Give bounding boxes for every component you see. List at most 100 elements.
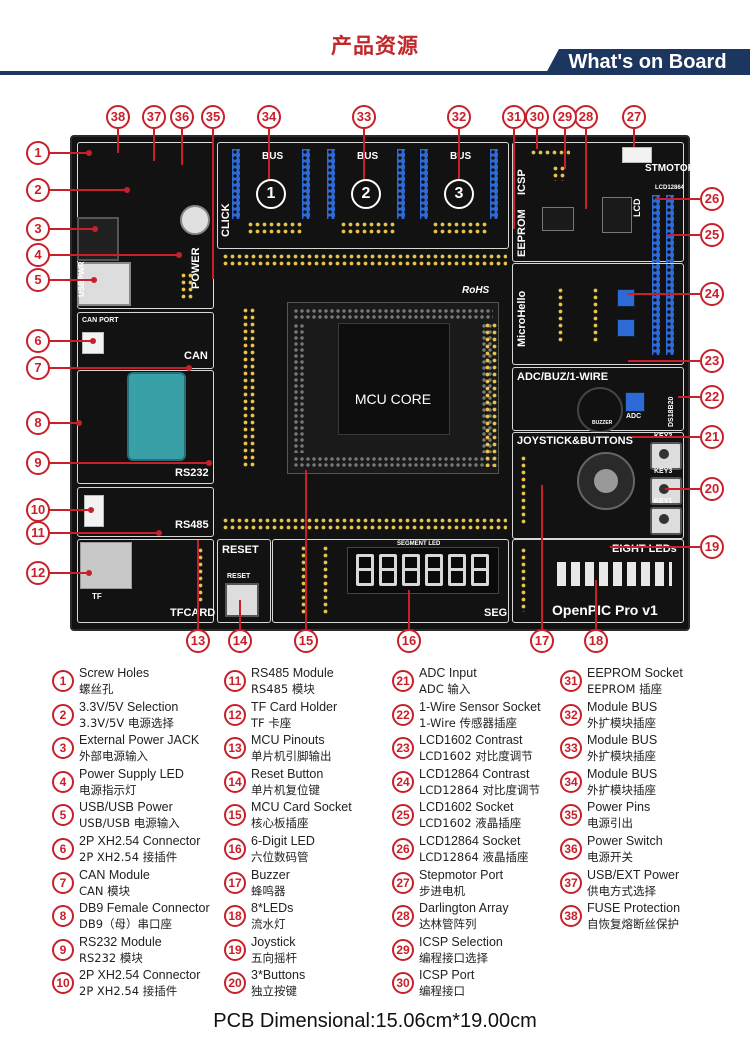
segment-led-label: SEGMENT LED (397, 541, 441, 547)
callout-26: 26 (700, 187, 724, 211)
callout-25: 25 (700, 223, 724, 247)
leader-32 (458, 129, 460, 179)
leader-18 (595, 580, 597, 629)
can-port-label: CAN PORT (82, 317, 119, 324)
leader-7 (49, 367, 189, 369)
legend-number: 15 (224, 804, 246, 827)
legend-label-zh: 编程接口选择 (419, 950, 488, 965)
legend-label-en: 3.3V/5V Selection (79, 699, 179, 714)
leader-11 (49, 532, 159, 534)
lcd-label: LCD (632, 198, 642, 218)
adc-buz-label: ADC/BUZ/1-WIRE (517, 371, 609, 383)
legend-label-en: 1-Wire Sensor Socket (419, 699, 541, 714)
tf-card-holder (80, 542, 132, 589)
legend-label-zh: 单片机复位键 (251, 782, 320, 797)
seg-pins-b (322, 545, 330, 615)
lcd1602-contrast-pot[interactable] (617, 319, 635, 337)
legend-label-en: Darlington Array (419, 901, 509, 916)
legend-label-zh: 供电方式选择 (587, 883, 656, 898)
lcd12864-contrast-pot[interactable] (617, 289, 635, 307)
legend-number: 34 (560, 770, 582, 793)
legend-label-en: 2P XH2.54 Connector (79, 968, 201, 983)
legend-label-en: Reset Button (251, 766, 324, 781)
legend-label-zh: RS485 模块 (251, 682, 315, 696)
callout-24: 24 (700, 282, 724, 306)
callout-36: 36 (170, 105, 194, 129)
mcu-socket-top-pins (293, 308, 493, 320)
lcd12864-label: LCD12864 (655, 185, 685, 191)
key1-button[interactable] (650, 507, 682, 535)
eeprom-socket (542, 207, 574, 231)
legend-label-zh: TF 卡座 (251, 715, 292, 730)
leader-17 (541, 485, 543, 629)
key3-button[interactable] (650, 477, 682, 505)
bus2-label: BUS (357, 151, 379, 162)
db9-connector (127, 372, 186, 461)
leader-28 (585, 129, 587, 209)
legend-label-zh: LCD1602 液晶插座 (419, 816, 522, 831)
key2-button[interactable] (650, 442, 682, 470)
joystick-knob[interactable] (594, 469, 618, 493)
callout-30: 30 (525, 105, 549, 129)
callout-12: 12 (26, 561, 50, 585)
callout-16: 16 (397, 629, 421, 653)
leader-dot-10 (88, 507, 94, 513)
legend-label-en: ICSP Port (419, 968, 475, 983)
joystick[interactable] (577, 452, 635, 510)
legend-number: 16 (224, 838, 246, 860)
legend-number: 28 (392, 905, 414, 928)
eight-leds-label: EIGHT LEDs (612, 543, 677, 555)
lcd-data-pins-b (592, 287, 600, 343)
capacitor (180, 205, 210, 235)
leader-26 (655, 198, 700, 200)
legend-label-en: ADC Input (419, 666, 477, 680)
joystick-pins (520, 455, 528, 525)
bus1-left-header (232, 149, 240, 219)
legend-label-en: USB/EXT Power (587, 867, 680, 882)
bus3-yellow-pins (432, 221, 488, 235)
tfcard-pins (197, 547, 205, 602)
leader-30 (536, 129, 538, 149)
reset-button[interactable] (225, 583, 259, 617)
seg-digit-1 (356, 554, 374, 586)
mcu-socket-left-pins (293, 323, 305, 453)
legend-label-zh: DB9（母）串口座 (79, 917, 173, 932)
legend-label-zh: 核心板插座 (251, 816, 309, 831)
reset-key-label: RESET (227, 573, 251, 580)
legend-number: 37 (560, 871, 582, 894)
legend-label-zh: USB/USB 电源输入 (79, 816, 180, 831)
leader-10 (49, 509, 91, 511)
legend-label-en: LCD1602 Socket (419, 800, 514, 815)
legend-label-zh: 电源引出 (587, 816, 633, 831)
seg-digit-5 (448, 554, 466, 586)
can-label: CAN (184, 350, 208, 362)
legend-number: 21 (392, 670, 414, 692)
seg-digit-2 (379, 554, 397, 586)
legend-number: 26 (392, 838, 414, 860)
callout-37: 37 (142, 105, 166, 129)
segment-section (272, 539, 509, 623)
bus3-number: 3 (444, 179, 474, 209)
legend-number: 6 (52, 838, 74, 860)
legend-label-zh: 电源指示灯 (79, 782, 137, 797)
legend-label-zh: 外扩模块插座 (587, 715, 656, 730)
legend-label-en: ICSP Selection (419, 934, 503, 949)
tfcard-label: TFCARD (170, 607, 216, 619)
adc-pot[interactable] (625, 392, 645, 412)
legend-number: 38 (560, 905, 582, 928)
header-banner: What's on Board (545, 49, 750, 75)
legend-label-zh: 1-Wire 传感器插座 (419, 715, 518, 730)
pcb-dimensions: PCB Dimensional:15.06cm*19.00cm (213, 1010, 537, 1032)
leader-12 (49, 572, 89, 574)
callout-19: 19 (700, 535, 724, 559)
